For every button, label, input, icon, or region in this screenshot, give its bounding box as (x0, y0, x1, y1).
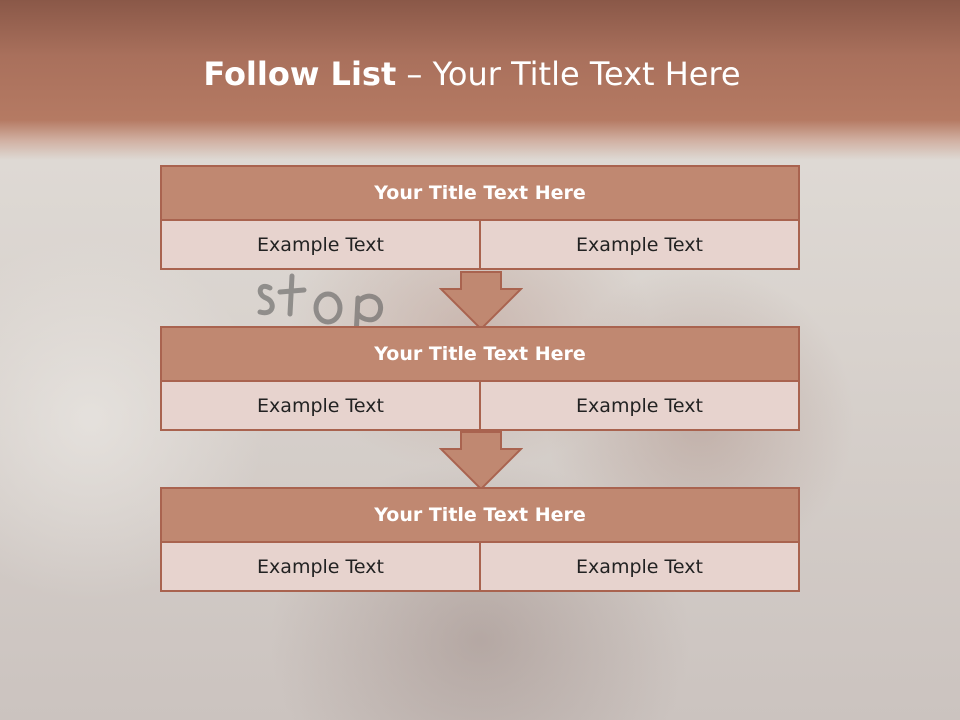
block-cell-left: Example Text (160, 382, 481, 431)
down-arrow-icon (439, 271, 523, 331)
block-cell-right: Example Text (481, 221, 800, 270)
block-cell-left: Example Text (160, 221, 481, 270)
list-block-1: Your Title Text Here Example Text Exampl… (160, 165, 800, 270)
block-title: Your Title Text Here (160, 165, 800, 221)
list-block-3: Your Title Text Here Example Text Exampl… (160, 487, 800, 592)
block-cell-left: Example Text (160, 543, 481, 592)
page-title-rest: – Your Title Text Here (396, 55, 741, 93)
list-block-2: Your Title Text Here Example Text Exampl… (160, 326, 800, 431)
page-title-strong: Follow List (203, 55, 397, 93)
block-title: Your Title Text Here (160, 326, 800, 382)
background-scrawl (257, 273, 384, 338)
block-row: Example Text Example Text (160, 221, 800, 270)
down-arrow-icon (439, 431, 523, 491)
block-row: Example Text Example Text (160, 543, 800, 592)
header-band (0, 0, 960, 160)
block-row: Example Text Example Text (160, 382, 800, 431)
block-cell-right: Example Text (481, 382, 800, 431)
page-title: Follow List – Your Title Text Here (0, 55, 944, 93)
block-cell-right: Example Text (481, 543, 800, 592)
block-title: Your Title Text Here (160, 487, 800, 543)
